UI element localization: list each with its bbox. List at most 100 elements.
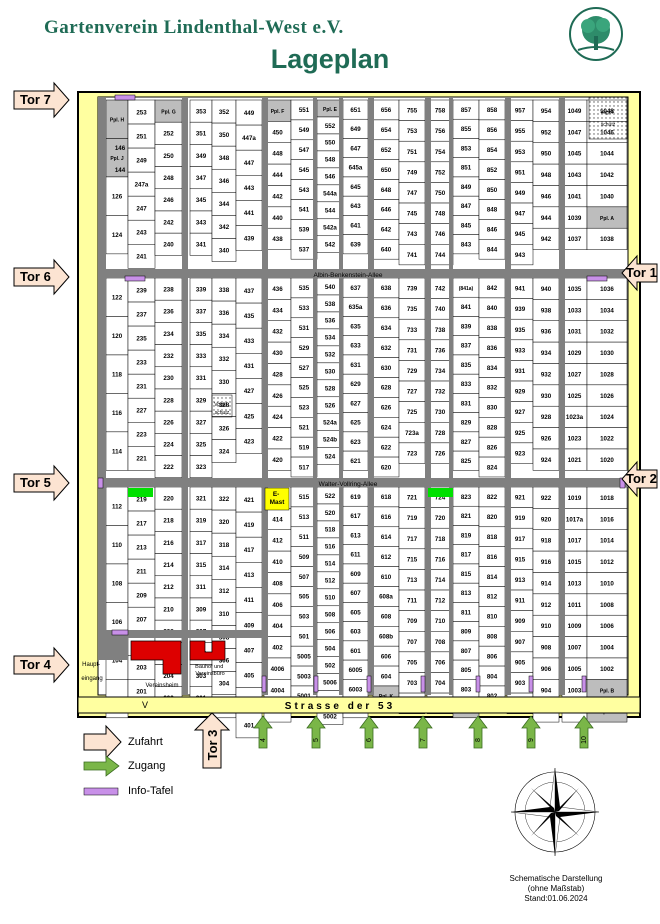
plot-label: 1047 — [568, 129, 582, 136]
plot-label: 504 — [325, 646, 336, 653]
plot-label: 806 — [487, 653, 498, 660]
plot-label: 517 — [299, 464, 310, 471]
plot-label: 250 — [163, 153, 174, 160]
plot-label: 1045 — [568, 151, 582, 158]
plot-label: 352 — [219, 109, 230, 116]
plot-label: 711 — [407, 598, 418, 605]
plot-label: 435 — [244, 313, 255, 320]
plot-label: 640 — [381, 247, 392, 254]
strasse-strip — [77, 696, 641, 714]
plot-label: 922 — [541, 495, 552, 502]
plot-label: 721 — [407, 495, 418, 502]
plot-label: 450 — [272, 129, 283, 136]
plot-label: 848 — [487, 207, 498, 214]
plot-label: 622 — [381, 444, 392, 451]
plot-label: 409 — [244, 622, 255, 629]
plot-label: 333 — [196, 353, 207, 360]
plot-label: 513 — [299, 514, 310, 521]
plot-label: 949 — [515, 190, 526, 197]
plot-label: 533 — [299, 305, 310, 312]
plot-label: 347 — [196, 175, 207, 182]
plot-label: 535 — [299, 285, 310, 292]
plot-label: 609 — [350, 571, 361, 578]
plot-label: 736 — [435, 347, 446, 354]
plot-label: 1031 — [568, 329, 582, 336]
plot-label: 521 — [299, 425, 310, 432]
plot-label: 1038 — [600, 236, 614, 243]
plot-label: 619 — [350, 494, 361, 501]
plot-label: 312 — [219, 588, 230, 595]
plot-221 — [127, 446, 156, 471]
plot-label: 730 — [435, 409, 446, 416]
plot-label: 703 — [407, 680, 418, 687]
plot-label: 716 — [435, 556, 446, 563]
plot-label: 519 — [299, 444, 310, 451]
plot-label: 739 — [407, 286, 418, 293]
plot-211 — [127, 558, 156, 584]
plot-label: 836 — [487, 345, 498, 352]
plot-label: 841 — [461, 304, 472, 311]
plot-label: 421 — [244, 497, 255, 504]
plot-label: 617 — [350, 513, 361, 520]
footer-line2: (ohne Maßstab) — [527, 884, 585, 893]
tor6-arrow-icon — [13, 258, 70, 296]
plot-label: 201 — [136, 689, 147, 696]
plot-label: 1035 — [568, 286, 582, 293]
plot-label: 116 — [112, 410, 123, 417]
plot-1038 — [586, 227, 628, 250]
plot-label: 1034 — [600, 307, 614, 314]
plot-label: 230 — [163, 375, 174, 382]
plot-label: 1009 — [568, 623, 582, 630]
path-strip — [262, 97, 268, 695]
plot-label: 1020 — [600, 457, 614, 464]
plot-label: 718 — [435, 536, 446, 543]
plot-label: 232 — [163, 353, 174, 360]
plot-239 — [127, 277, 156, 303]
plot-label: 327 — [196, 420, 207, 427]
plot-label: 629 — [350, 381, 361, 388]
plot-label: 906 — [541, 666, 552, 673]
plot-label: 838 — [487, 325, 498, 332]
plot-label: 618 — [381, 494, 392, 501]
plot-label: 626 — [381, 405, 392, 412]
legend-zugang: Zugang — [128, 760, 166, 772]
plot-label: 442 — [272, 193, 283, 200]
plot-label: 1005 — [568, 666, 582, 673]
plot-label: 851 — [461, 165, 472, 172]
plot-label: 238 — [163, 286, 174, 293]
plot-label: 947 — [515, 211, 526, 218]
bauhof-label: Bauhof und Vereinsbüro — [195, 664, 225, 677]
gate-arrows — [13, 81, 658, 769]
plot-label: 411 — [244, 597, 255, 604]
tor5-arrow-icon — [13, 464, 70, 502]
path-strip-thin — [449, 97, 453, 695]
plot-label: 807 — [461, 648, 472, 655]
haupteingang-line1: Haupt- — [82, 662, 100, 668]
plot-label: 625 — [350, 420, 361, 427]
plot-label: 646 — [381, 207, 392, 214]
vogelschutz-1 — [588, 96, 628, 140]
plot-label: 1004 — [600, 645, 614, 652]
albin-benkenstein-allee — [98, 269, 628, 278]
vogelschutz-1-line1: Vogel- — [600, 110, 615, 116]
plot-label: 214 — [163, 562, 174, 569]
plot-label: 919 — [515, 515, 526, 522]
plot-label: 733 — [407, 327, 418, 334]
plot-label: 826 — [487, 444, 498, 451]
plot-label: 726 — [435, 450, 446, 457]
plot-label: 933 — [515, 347, 526, 354]
plot-label: 434 — [272, 307, 283, 314]
plot-label: 932 — [541, 371, 552, 378]
plot-label: 348 — [219, 155, 230, 162]
plot-label: 228 — [163, 397, 174, 404]
plot-label: 608 — [381, 614, 392, 621]
e-mast-label: E- Mast — [270, 491, 286, 506]
plot-label: 645a — [349, 165, 363, 172]
zugang-arrow-icon — [253, 715, 273, 749]
plot-label: 547 — [299, 147, 310, 154]
plot-label: 611 — [351, 552, 362, 559]
plot-label: 839 — [461, 323, 472, 330]
plot-label: 515 — [299, 494, 310, 501]
plot-label: 852 — [487, 167, 498, 174]
zugang-number: 7 — [420, 738, 427, 742]
